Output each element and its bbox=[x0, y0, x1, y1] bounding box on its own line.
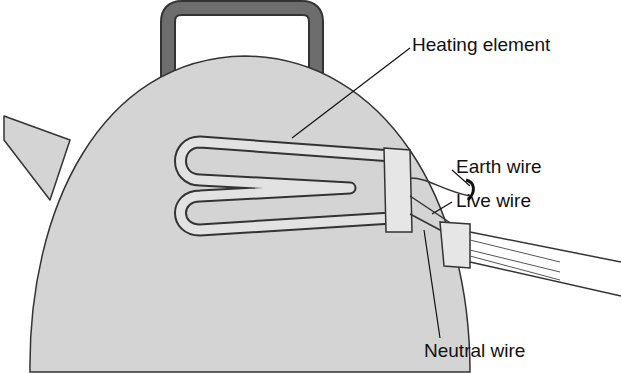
kettle-body bbox=[30, 56, 470, 372]
cable bbox=[470, 232, 621, 296]
part-label: Live wire bbox=[456, 190, 531, 212]
heating-element-outline bbox=[181, 142, 393, 230]
cable-cores bbox=[470, 240, 560, 280]
heating-element bbox=[181, 142, 393, 230]
part-label: Earth wire bbox=[456, 156, 542, 178]
spout bbox=[4, 116, 70, 200]
leader-line bbox=[424, 230, 440, 338]
leader-line bbox=[292, 48, 410, 138]
leader-line bbox=[432, 202, 452, 214]
connector-block bbox=[384, 148, 412, 232]
part-label: Neutral wire bbox=[424, 340, 525, 362]
cable-grommet bbox=[440, 222, 470, 268]
part-label: Heating element bbox=[412, 34, 550, 56]
